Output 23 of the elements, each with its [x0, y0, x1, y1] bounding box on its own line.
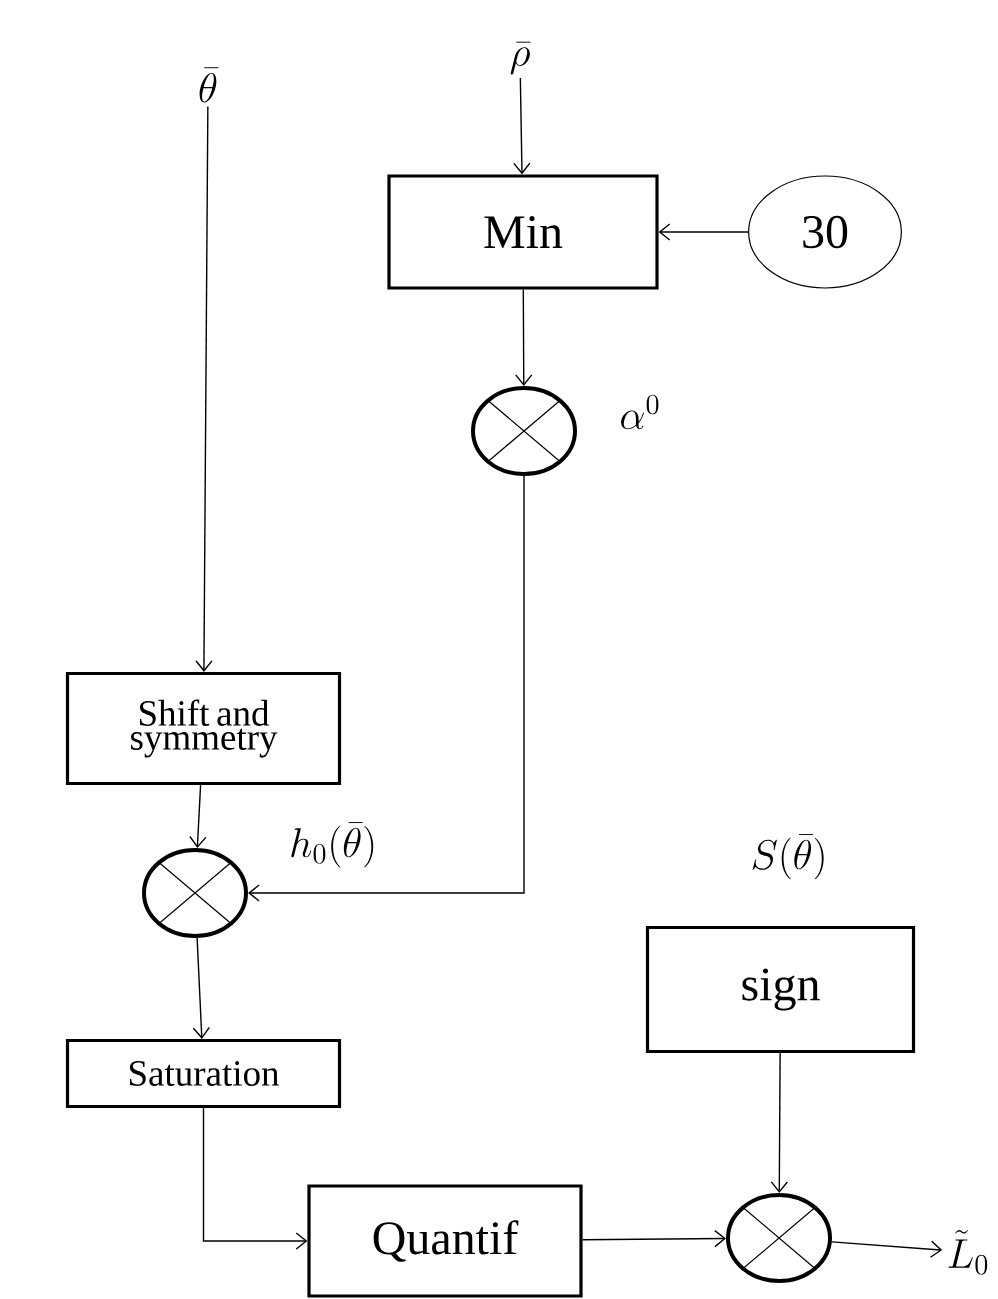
process-box: Quantif: [307, 1184, 583, 1298]
output-symbol: $\tilde{L}_{0}$: [948, 1230, 988, 1275]
arrow: [831, 1240, 943, 1258]
arrow: [189, 784, 207, 849]
arrow: [581, 1229, 726, 1248]
arrow: [658, 223, 749, 241]
signal-label: $h_{0}(\bar{\theta})$: [291, 822, 374, 868]
input-symbol: $\bar{\rho}$: [510, 41, 531, 75]
arrow: [195, 105, 213, 672]
arrow: [770, 1052, 789, 1193]
process-box: Saturation: [65, 1038, 342, 1109]
signal-label: $S(\bar{\theta})$: [752, 834, 824, 880]
process-box: Min: [387, 174, 659, 290]
input-symbol: $\bar{\theta}$: [199, 67, 219, 103]
process-box: Shift and symmetry: [65, 671, 342, 786]
signal-label: $\alpha^{0}$: [621, 394, 659, 430]
process-box: sign: [645, 925, 916, 1054]
multiplier-circle: [726, 1193, 832, 1283]
arrow: [513, 77, 531, 175]
arrow: [202, 1107, 308, 1250]
arrow: [192, 937, 211, 1039]
arrow: [515, 288, 533, 386]
arrow: [248, 475, 525, 902]
